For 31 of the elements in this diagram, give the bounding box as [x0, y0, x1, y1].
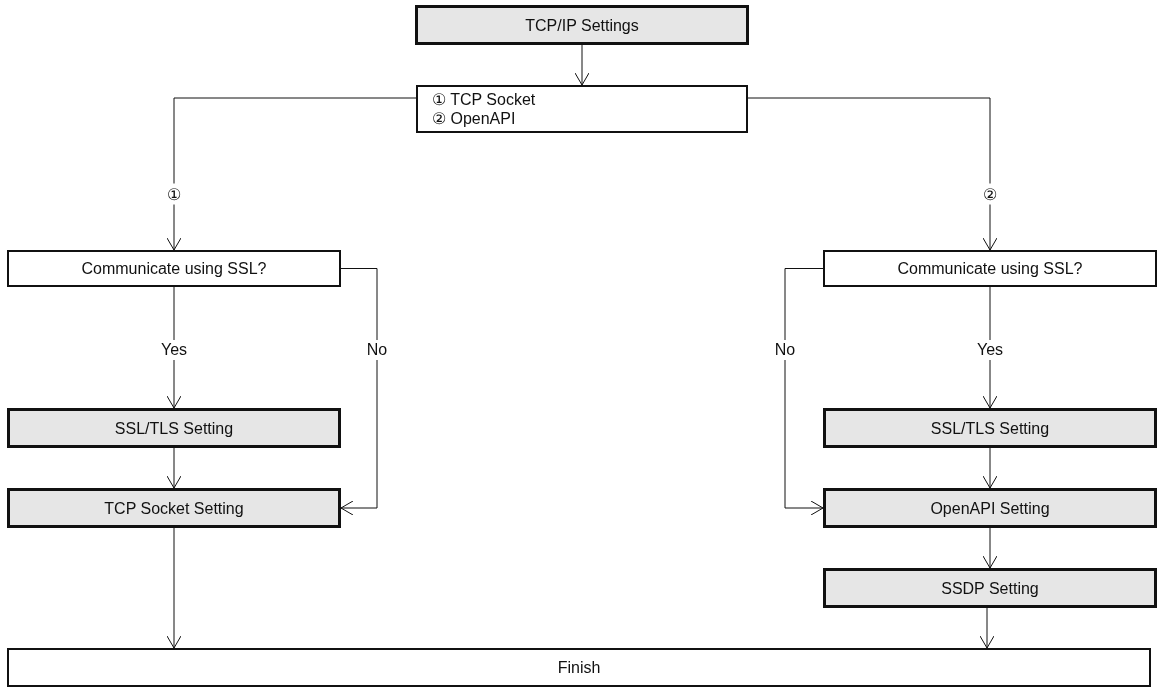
arrow [574, 44, 590, 86]
box-text: Communicate using SSL? [81, 259, 267, 278]
arrow [982, 447, 998, 489]
step-box [7, 648, 1151, 687]
arrow [166, 447, 182, 489]
step-box [7, 250, 341, 287]
box-text: ② OpenAPI [432, 109, 516, 128]
box-text: Communicate using SSL? [897, 259, 1083, 278]
arrow [982, 527, 998, 569]
process-box [823, 408, 1157, 448]
arrow [979, 607, 995, 649]
process-box [823, 568, 1157, 608]
process-box [415, 5, 749, 45]
step-box [823, 250, 1157, 287]
box-text: TCP Socket Setting [104, 498, 244, 518]
process-box [7, 488, 341, 528]
arrow [166, 97, 417, 251]
box-text: SSDP Setting [941, 578, 1039, 598]
box-text: ① TCP Socket [432, 90, 536, 109]
box-text: Finish [557, 658, 601, 677]
box-text: SSL/TLS Setting [114, 418, 234, 438]
box-text: TCP/IP Settings [525, 15, 639, 35]
arrow [784, 268, 824, 516]
arrow [340, 268, 378, 516]
box-text: SSL/TLS Setting [930, 418, 1050, 438]
box-text: OpenAPI Setting [930, 498, 1050, 518]
arrow [747, 97, 998, 251]
process-box [823, 488, 1157, 528]
step-box [416, 85, 748, 133]
arrow [166, 527, 182, 649]
process-box [7, 408, 341, 448]
